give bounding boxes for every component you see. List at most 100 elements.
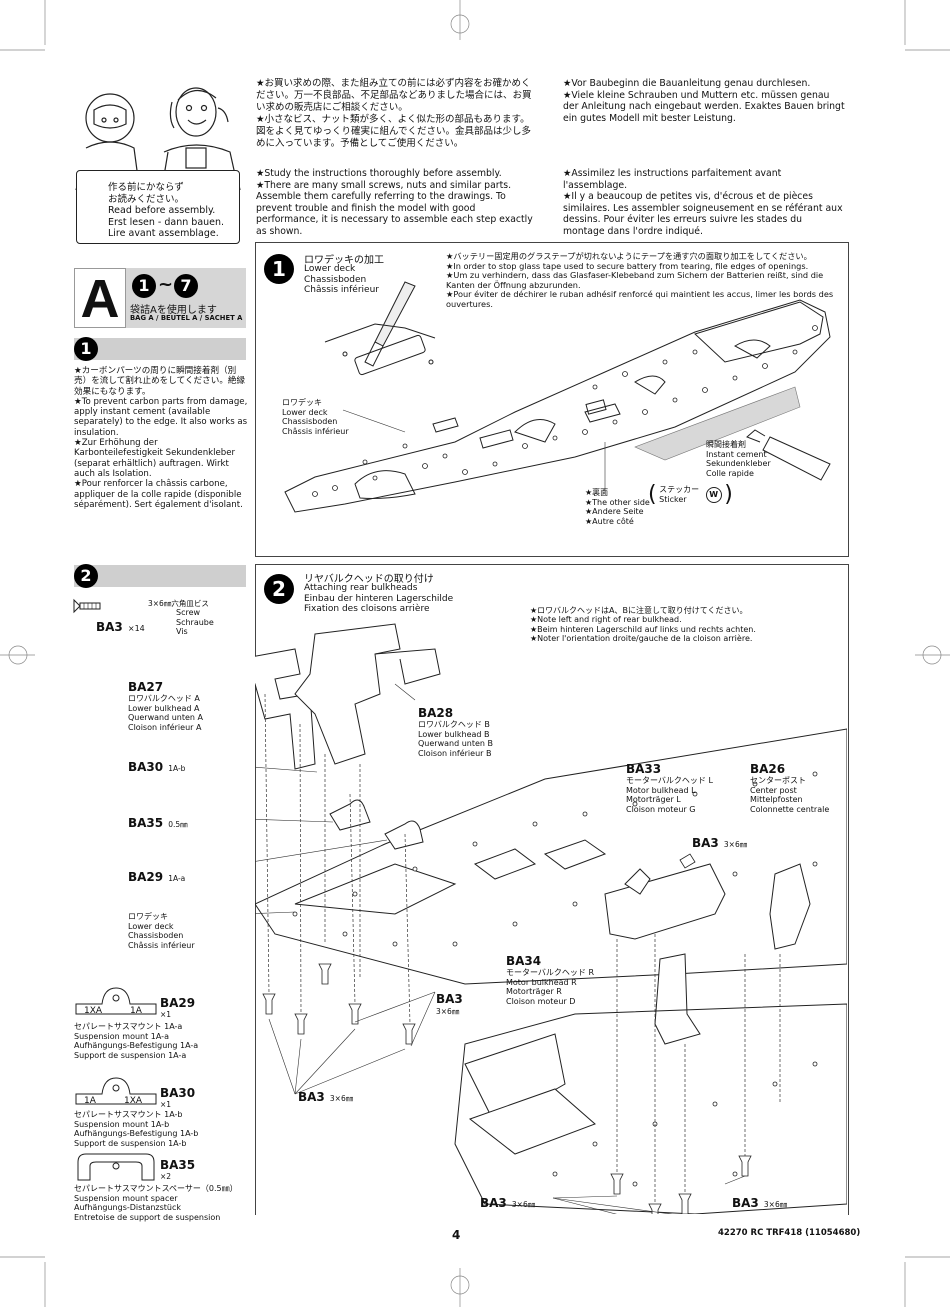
ba28-code: BA28 xyxy=(418,706,454,720)
ba3-upper-code: BA3 xyxy=(692,836,719,850)
bag-label: BAG A / BEUTEL A / SACHET A xyxy=(130,314,243,322)
step-range-tilde: ~ xyxy=(158,274,174,295)
ba28-desc: ロワバルクヘッド B Lower bulkhead B Querwand unt… xyxy=(418,720,494,758)
step-range-start: 1 xyxy=(132,274,156,298)
screw-jp: 3×6㎜六角皿ビス xyxy=(148,599,209,608)
rear-bulkhead-diagram xyxy=(255,623,847,1214)
ba33-desc: モーターバルクヘッド L Motor bulkhead L Motorträge… xyxy=(626,776,713,814)
step2-lower-deck-label: ロワデッキ Lower deck Chassisboden Châssis in… xyxy=(128,912,195,950)
ba3-callout-left: BA3 3×6㎜ xyxy=(298,1086,353,1105)
screw-icon xyxy=(73,598,101,614)
sticker-code: W xyxy=(705,486,722,503)
ba33-label: BA33 モーターバルクヘッド L Motor bulkhead L Motor… xyxy=(626,762,713,814)
intro-de: ★Vor Baubeginn die Bauanleitung genau du… xyxy=(563,78,845,124)
ba3-right-code: BA3 xyxy=(732,1196,759,1210)
step1-cement-label: 瞬間接着剤 Instant cement Sekundenkleber Coll… xyxy=(706,440,771,478)
ba35-callout-code: BA35 xyxy=(128,816,164,830)
read-before-text: 作る前にかならず お読みください。 Read before assembly. … xyxy=(108,182,225,239)
suspension-mount-1a-b-icon xyxy=(75,1077,157,1105)
ba3-bottom-code: BA3 xyxy=(480,1196,507,1210)
ba3-callout-mid: BA3 3×6㎜ xyxy=(436,992,463,1017)
ba35-qty: ×2 xyxy=(160,1172,172,1181)
step2-side-num: 2 xyxy=(74,564,98,588)
intro-fr: ★Assimilez les instructions parfaitement… xyxy=(563,168,843,237)
ba35-desc: セパレートサスマウントスペーサー（0.5㎜） Suspension mount … xyxy=(74,1184,238,1222)
step1-side-notes: ★カーボンパーツの周りに瞬間接着剤（別売）を流して割れ止めをしてください。絶縁効… xyxy=(74,366,248,510)
step1-title: Lower deck Chassisboden Châssis inférieu… xyxy=(304,264,379,295)
step2-title: Attaching rear bulkheads Einbau der hint… xyxy=(304,583,454,614)
step1-num: 1 xyxy=(264,254,294,284)
step2-side-bar xyxy=(74,565,246,587)
step2-num: 2 xyxy=(264,574,294,604)
ba26-code: BA26 xyxy=(750,762,786,776)
ba3-callout-bottom: BA3 3×6㎜ xyxy=(480,1192,535,1211)
sticker-label: ( ステッカー Sticker W ) xyxy=(648,482,733,507)
ba30-qty: ×1 xyxy=(160,1100,172,1109)
step1-panel xyxy=(255,242,849,557)
ba3-left-sub: 3×6㎜ xyxy=(329,1094,354,1103)
step1-title-jp: ロワデッキの加工 xyxy=(304,255,384,266)
intro-en: ★Study the instructions thoroughly befor… xyxy=(256,168,533,237)
kit-code: 42270 RC TRF418 (11054680) xyxy=(718,1228,861,1238)
read-before-box xyxy=(76,170,240,244)
ba26-desc: センターポスト Center post Mittelpfosten Colonn… xyxy=(750,776,830,814)
ba27-label: BA27 ロワバルクヘッド A Lower bulkhead A Querwan… xyxy=(128,680,203,732)
ba30-callout: BA30 1A-b xyxy=(128,756,185,775)
ba29-desc: セパレートサスマウント 1A-a Suspension mount 1A-a A… xyxy=(74,1022,199,1060)
ba35-callout-sub: 0.5㎜ xyxy=(168,820,188,829)
ba29-tag-2: 1A xyxy=(130,1006,142,1016)
ba34-label: BA34 モーターバルクヘッド R Motor bulkhead R Motor… xyxy=(506,954,594,1006)
ba3-mid-code: BA3 xyxy=(436,992,463,1006)
ba3-bottom-sub: 3×6㎜ xyxy=(511,1200,536,1209)
screw-qty: ×14 xyxy=(127,624,145,633)
ba30-desc: セパレートサスマウント 1A-b Suspension mount 1A-b A… xyxy=(74,1110,199,1148)
screw-code: BA3 ×14 xyxy=(96,616,145,635)
lower-deck-diagram xyxy=(284,281,831,513)
bag-jp: 袋詰Aを使用します xyxy=(130,305,217,316)
ba3-mid-sub: 3×6㎜ xyxy=(436,1007,460,1016)
step1-side-bar xyxy=(74,338,246,360)
ba30-tag-2: 1XA xyxy=(124,1096,143,1106)
suspension-mount-1a-a-icon xyxy=(75,987,157,1015)
step1-lower-deck-label: ロワデッキ Lower deck Chassisboden Châssis in… xyxy=(282,398,349,436)
ba35-code: BA35 xyxy=(160,1158,196,1172)
ba29-tag-1: 1XA xyxy=(84,1006,103,1016)
ba30-code: BA30 xyxy=(160,1086,196,1100)
ba3-right-sub: 3×6㎜ xyxy=(763,1200,788,1209)
ba29-callout-code: BA29 xyxy=(128,870,164,884)
sticker-bracket-open: ( xyxy=(648,482,657,507)
ba33-code: BA33 xyxy=(626,762,662,776)
ba29-callout-sub: 1A-a xyxy=(168,874,186,883)
sticker-jp: ステッカー xyxy=(659,484,700,494)
ba35-callout: BA35 0.5㎜ xyxy=(128,812,188,831)
step1-side-num: 1 xyxy=(74,337,98,361)
ba34-code: BA34 xyxy=(506,954,542,968)
ba3-callout-upper: BA3 3×6㎜ xyxy=(692,832,747,851)
ba3-callout-right: BA3 3×6㎜ xyxy=(732,1192,787,1211)
step2-notes: ★ロワバルクヘッドはA、Bに注意して取り付けてください。 ★Note left … xyxy=(530,606,756,644)
step1-notes: ★バッテリー固定用のグラステープが切れないようにテープを通す穴の面取り加工をして… xyxy=(446,251,834,309)
ba29-callout: BA29 1A-a xyxy=(128,866,185,885)
intro-jp: ★お買い求めの際、また組み立ての前には必ず内容をお確かめください。万一不良部品、… xyxy=(256,78,532,149)
step2-title-jp: リヤバルクヘッドの取り付け xyxy=(304,574,434,585)
screw-code-label: BA3 xyxy=(96,620,123,634)
ba30-callout-code: BA30 xyxy=(128,760,164,774)
ba3-left-code: BA3 xyxy=(298,1090,325,1104)
ba29-code: BA29 xyxy=(160,996,196,1010)
ba26-label: BA26 センターポスト Center post Mittelpfosten C… xyxy=(750,762,829,814)
ba30-tag-1: 1A xyxy=(84,1096,96,1106)
ba29-qty: ×1 xyxy=(160,1010,172,1019)
ba3-upper-sub: 3×6㎜ xyxy=(723,840,748,849)
ba27-desc: ロワバルクヘッド A Lower bulkhead A Querwand unt… xyxy=(128,694,203,732)
step-range-end: 7 xyxy=(174,274,198,298)
sticker-bracket-close: ) xyxy=(724,482,733,507)
section-a-letter: A xyxy=(74,268,126,329)
ba30-callout-sub: 1A-b xyxy=(168,764,186,773)
ba28-label: BA28 ロワバルクヘッド B Lower bulkhead B Querwan… xyxy=(418,706,493,758)
screw-names: Screw Schraube Vis xyxy=(176,608,214,636)
sticker-text: ステッカー Sticker xyxy=(659,485,699,505)
mechanics-illustration xyxy=(75,87,241,191)
page-number: 4 xyxy=(452,1228,461,1242)
sticker-en: Sticker xyxy=(659,494,687,504)
